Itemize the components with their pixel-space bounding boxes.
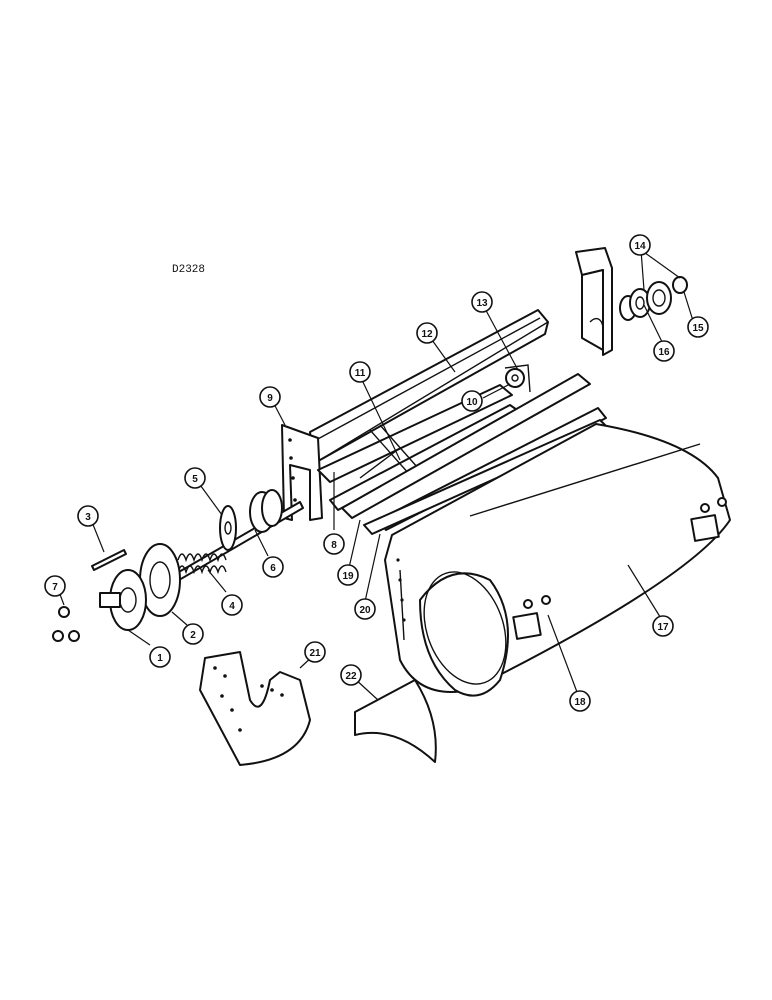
callout-16: 16 <box>653 340 675 362</box>
svg-text:10: 10 <box>466 397 478 408</box>
shield <box>199 651 311 766</box>
svg-text:22: 22 <box>345 671 357 682</box>
callout-7: 7 <box>44 575 66 597</box>
callout-11: 11 <box>349 361 371 383</box>
top-rail <box>309 309 549 461</box>
callout-19: 19 <box>337 564 359 586</box>
deflector <box>354 679 437 763</box>
svg-text:6: 6 <box>270 563 276 574</box>
side-plate <box>281 424 323 521</box>
callout-2: 2 <box>182 623 204 645</box>
svg-text:9: 9 <box>267 393 273 404</box>
svg-text:8: 8 <box>331 540 337 551</box>
trough-bars <box>341 373 609 535</box>
svg-text:21: 21 <box>309 648 321 659</box>
svg-text:5: 5 <box>192 474 198 485</box>
callout-13: 13 <box>471 291 493 313</box>
drive-assembly <box>52 489 304 642</box>
callout-8: 8 <box>323 533 345 555</box>
callout-21: 21 <box>304 641 326 663</box>
callout-17: 17 <box>652 615 674 637</box>
callout-12: 12 <box>416 322 438 344</box>
svg-text:18: 18 <box>574 697 586 708</box>
frame-braces <box>317 364 531 511</box>
callout-9: 9 <box>259 386 281 408</box>
callout-6: 6 <box>262 556 284 578</box>
callout-20: 20 <box>354 598 376 620</box>
callout-18: 18 <box>569 690 591 712</box>
svg-text:19: 19 <box>342 571 354 582</box>
end-bracket <box>575 247 613 356</box>
svg-text:14: 14 <box>634 241 646 252</box>
callout-14: 14 <box>629 234 651 256</box>
cylinder-housing <box>384 423 731 697</box>
svg-text:2: 2 <box>190 630 196 641</box>
svg-text:16: 16 <box>658 347 670 358</box>
svg-text:1: 1 <box>157 653 163 664</box>
svg-text:15: 15 <box>692 323 704 334</box>
bearing-washers <box>619 276 688 321</box>
svg-text:7: 7 <box>52 582 58 593</box>
svg-text:13: 13 <box>476 298 488 309</box>
callout-5: 5 <box>184 467 206 489</box>
svg-text:11: 11 <box>355 368 366 379</box>
callout-22: 22 <box>340 664 362 686</box>
svg-text:4: 4 <box>229 601 235 612</box>
callout-10: 10 <box>461 390 483 412</box>
svg-text:3: 3 <box>85 512 91 523</box>
svg-text:20: 20 <box>359 605 371 616</box>
callout-1: 1 <box>149 646 171 668</box>
svg-text:12: 12 <box>421 329 433 340</box>
callout-4: 4 <box>221 594 243 616</box>
drawing-code: D2328 <box>172 264 205 276</box>
svg-text:17: 17 <box>657 622 669 633</box>
callout-15: 15 <box>687 316 709 338</box>
callout-3: 3 <box>77 505 99 527</box>
